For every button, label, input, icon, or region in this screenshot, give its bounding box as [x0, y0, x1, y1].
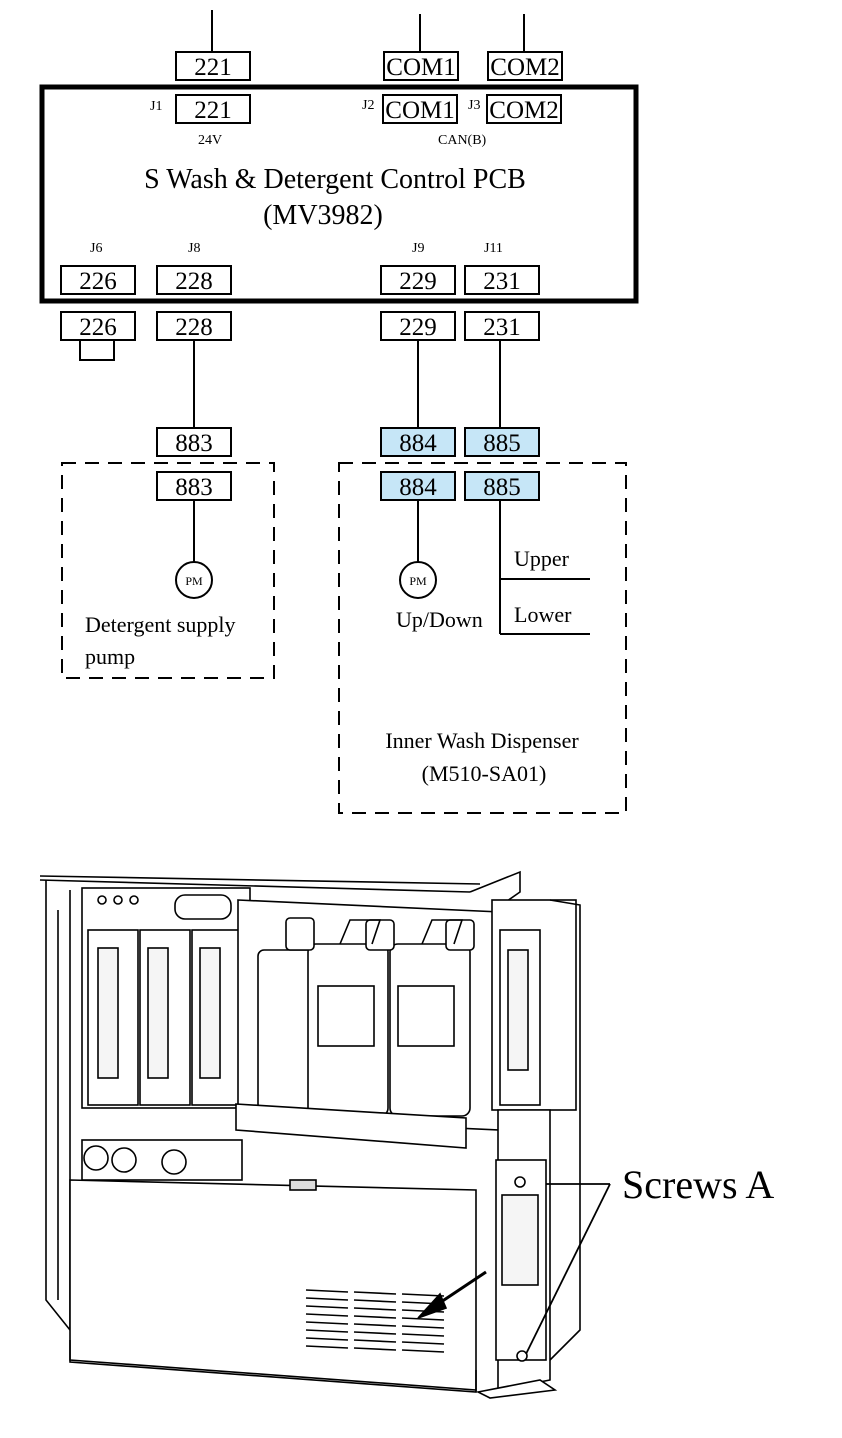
machine-illustration: [39, 870, 581, 1399]
connector-226-plug: 226: [60, 311, 136, 361]
updown-motor-icon: PM: [399, 561, 437, 599]
detergent-pump-motor-icon: PM: [175, 561, 213, 599]
detergent-pump-label-1: Detergent supply: [85, 612, 236, 637]
j11-label: J11: [484, 241, 503, 256]
connector-com2-pcb: COM2: [486, 94, 562, 124]
connector-221-top: 221: [175, 51, 251, 81]
connector-label: 228: [175, 268, 213, 295]
j6-label: J6: [90, 241, 102, 256]
connector-label: PM: [409, 574, 427, 588]
connector-883-b: 883: [156, 471, 232, 501]
j3-label: J3: [468, 98, 480, 113]
connector-label: 883: [175, 474, 213, 501]
sensor-lines: [499, 500, 590, 635]
updown-label: Up/Down: [396, 607, 483, 632]
connector-229-pcb: 229: [380, 265, 456, 295]
screws-callout-lines: [525, 1183, 611, 1355]
pcb-model: (MV3982): [263, 200, 383, 231]
connector-label: COM2: [489, 97, 558, 124]
connector-label: 884: [399, 474, 437, 501]
connector-label: 226: [79, 314, 117, 341]
screws-a-label: Screws A: [622, 1162, 774, 1207]
connector-label: PM: [185, 574, 203, 588]
connector-com1-pcb: COM1: [382, 94, 458, 124]
connector-883-a: 883: [156, 427, 232, 457]
connector-label: COM1: [386, 54, 455, 81]
connector-label: 229: [399, 314, 437, 341]
upper-sensor-label: Upper: [514, 546, 570, 571]
connector-228-pcb: 228: [156, 265, 232, 295]
connector-label: 221: [194, 97, 232, 124]
dispenser-model: (M510-SA01): [422, 761, 547, 786]
j2-label: J2: [362, 98, 374, 113]
connector-label: 885: [483, 430, 521, 457]
connector-label: 884: [399, 430, 437, 457]
connector-884-b: 884: [380, 471, 456, 501]
connector-label: 883: [175, 430, 213, 457]
connector-229-plug: 229: [380, 311, 456, 341]
jumper-loop: [79, 339, 115, 361]
connector-label: 885: [483, 474, 521, 501]
dispenser-box: [338, 462, 627, 814]
voltage-label: 24V: [198, 133, 222, 148]
connector-231-plug: 231: [464, 311, 540, 341]
top-wires: [211, 10, 525, 52]
lower-wires: [193, 340, 501, 428]
pcb-name: S Wash & Detergent Control PCB: [144, 164, 526, 195]
detergent-pump-box: [61, 462, 275, 679]
connector-label: 231: [483, 314, 521, 341]
connector-label: 229: [399, 268, 437, 295]
connector-com2-top: COM2: [487, 51, 563, 81]
connector-885-a: 885: [464, 427, 540, 457]
connector-label: 228: [175, 314, 213, 341]
j8-label: J8: [188, 241, 200, 256]
connector-221-pcb: 221: [175, 94, 251, 124]
connector-label: 221: [194, 54, 232, 81]
dispenser-name: Inner Wash Dispenser: [385, 728, 579, 753]
pcb-box: [39, 84, 639, 304]
j1-label: J1: [150, 99, 162, 114]
connector-label: COM1: [385, 97, 454, 124]
connector-label: COM2: [490, 54, 559, 81]
connector-com1-top: COM1: [383, 51, 459, 81]
connector-label: 231: [483, 268, 521, 295]
can-label: CAN(B): [438, 133, 487, 148]
lower-sensor-label: Lower: [514, 602, 572, 627]
connector-884-a: 884: [380, 427, 456, 457]
connector-231-pcb: 231: [464, 265, 540, 295]
connector-label: 226: [79, 268, 117, 295]
j9-label: J9: [412, 241, 424, 256]
connector-226-pcb: 226: [60, 265, 136, 295]
detergent-pump-label-2: pump: [85, 644, 135, 669]
connector-228-plug: 228: [156, 311, 232, 341]
connector-885-b: 885: [464, 471, 540, 501]
